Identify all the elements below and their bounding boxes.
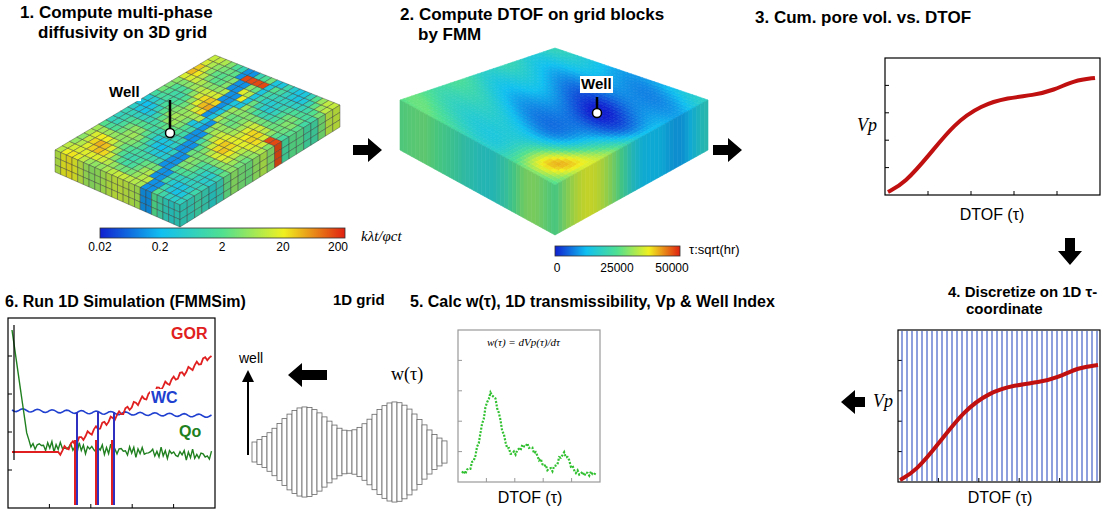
- side-cell: [112, 190, 118, 200]
- side-cell: [245, 174, 252, 186]
- side-cell: [118, 192, 124, 202]
- side-cell: [231, 183, 238, 195]
- side-cell: [135, 200, 141, 210]
- side-cell: [267, 161, 274, 173]
- 3d-grid: [55, 55, 340, 227]
- side-cell: [318, 129, 325, 141]
- side-cell: [289, 147, 296, 159]
- side-cell: [174, 217, 180, 227]
- side-cell: [55, 165, 61, 175]
- side-cell: [311, 133, 318, 145]
- side-cell: [140, 202, 146, 212]
- side-cell: [253, 170, 260, 182]
- side-cell: [304, 138, 311, 150]
- side-cell: [61, 167, 67, 177]
- side-cell: [152, 207, 158, 217]
- side-cell: [129, 197, 135, 207]
- side-cell: [157, 210, 163, 220]
- side-cell: [169, 215, 175, 225]
- side-cell: [187, 211, 194, 223]
- side-cell: [100, 185, 106, 195]
- side-cell: [260, 165, 267, 177]
- side-cell: [89, 180, 95, 190]
- well-symbol: [166, 129, 175, 138]
- side-cell: [296, 142, 303, 154]
- side-cell: [123, 195, 129, 205]
- side-cell: [83, 177, 89, 187]
- side-cell: [325, 124, 332, 136]
- side-cell: [195, 206, 202, 218]
- side-cell: [66, 170, 72, 180]
- side-cell: [209, 197, 216, 209]
- well-marker: [166, 100, 175, 138]
- side-cell: [180, 215, 187, 227]
- side-cell: [72, 172, 78, 182]
- side-cell: [95, 182, 101, 192]
- dtof-slab: [400, 48, 708, 235]
- side-cell: [238, 179, 245, 191]
- side-cell: [163, 212, 169, 222]
- side-cell: [282, 151, 289, 163]
- side-cell: [78, 175, 84, 185]
- side-cell: [202, 201, 209, 213]
- side-cell: [106, 187, 112, 197]
- side-cell: [333, 120, 340, 132]
- side-cell: [275, 156, 282, 168]
- side-cell: [216, 192, 223, 204]
- side-cell: [224, 188, 231, 200]
- color-bar: [100, 228, 345, 238]
- side-cell: [146, 205, 152, 215]
